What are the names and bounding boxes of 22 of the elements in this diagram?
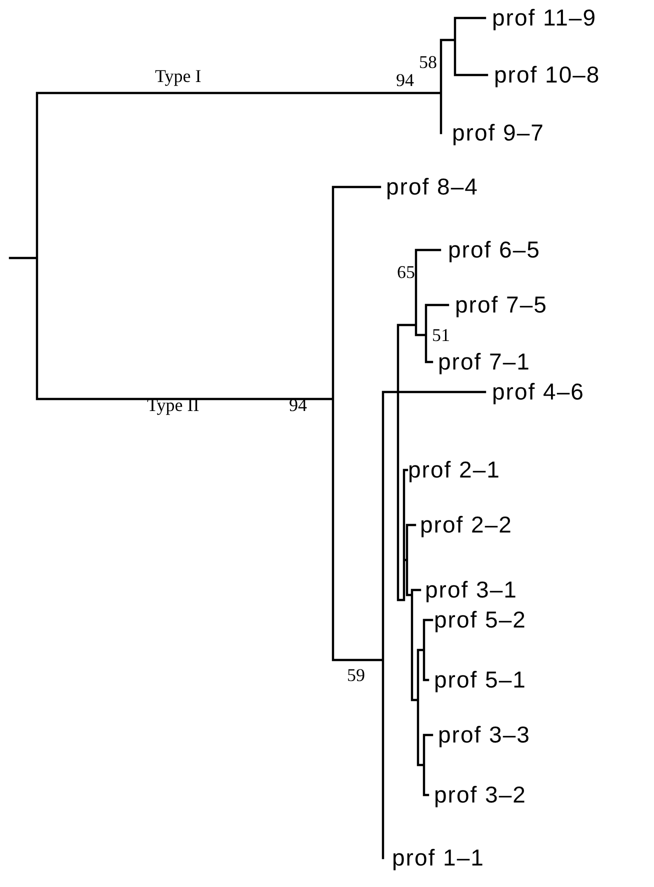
leaf-label: prof 5–1	[434, 668, 526, 692]
branch-label: 94	[396, 71, 414, 89]
leaf-label: prof 3–2	[434, 784, 526, 806]
branch-label: 59	[347, 666, 365, 684]
leaf-label: prof 7–5	[455, 294, 548, 316]
leaf-label: prof 11–9	[492, 6, 596, 30]
leaf-label: prof 1–1	[392, 846, 484, 870]
leaf-label: prof 3–1	[425, 578, 518, 602]
leaf-label: prof 7–1	[438, 350, 530, 374]
leaf-label: prof 6–5	[448, 238, 540, 262]
branch-label: Type I	[155, 67, 202, 85]
leaf-label: prof 3–3	[438, 724, 530, 746]
leaf-label: prof 2–1	[408, 458, 500, 482]
leaf-label: prof 8–4	[386, 176, 478, 198]
leaf-label: prof 10–8	[494, 64, 600, 86]
leaf-label: prof 9–7	[452, 122, 544, 144]
leaf-label: prof 4–6	[492, 380, 584, 404]
branch-label: 51	[432, 326, 450, 344]
leaf-label: prof 5–2	[434, 608, 526, 632]
branch-label: 65	[397, 263, 415, 281]
branch-label: 58	[419, 53, 437, 71]
leaf-label: prof 2–2	[420, 514, 512, 536]
